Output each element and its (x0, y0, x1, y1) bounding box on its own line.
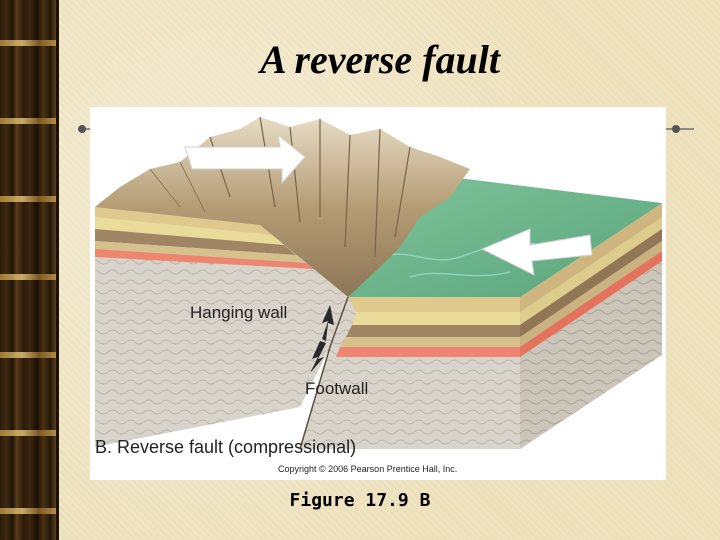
footwall-label: Footwall (305, 379, 368, 399)
copyright-notice: Copyright © 2006 Pearson Prentice Hall, … (278, 464, 457, 474)
figure-number: Figure 17.9 B (0, 490, 720, 511)
slide-title: A reverse fault (0, 36, 720, 83)
bamboo-node (0, 352, 56, 358)
hanging-wall-label: Hanging wall (190, 303, 287, 323)
bamboo-node (0, 118, 56, 124)
divider-dot-right (672, 125, 680, 133)
bamboo-node (0, 196, 56, 202)
divider-dot-left (78, 125, 86, 133)
bamboo-node (0, 430, 56, 436)
diagram-caption: B. Reverse fault (compressional) (95, 437, 356, 458)
fault-diagram: Hanging wall Footwall B. Reverse fault (… (90, 107, 666, 480)
bamboo-node (0, 274, 56, 280)
fault-block-illustration (90, 107, 666, 480)
